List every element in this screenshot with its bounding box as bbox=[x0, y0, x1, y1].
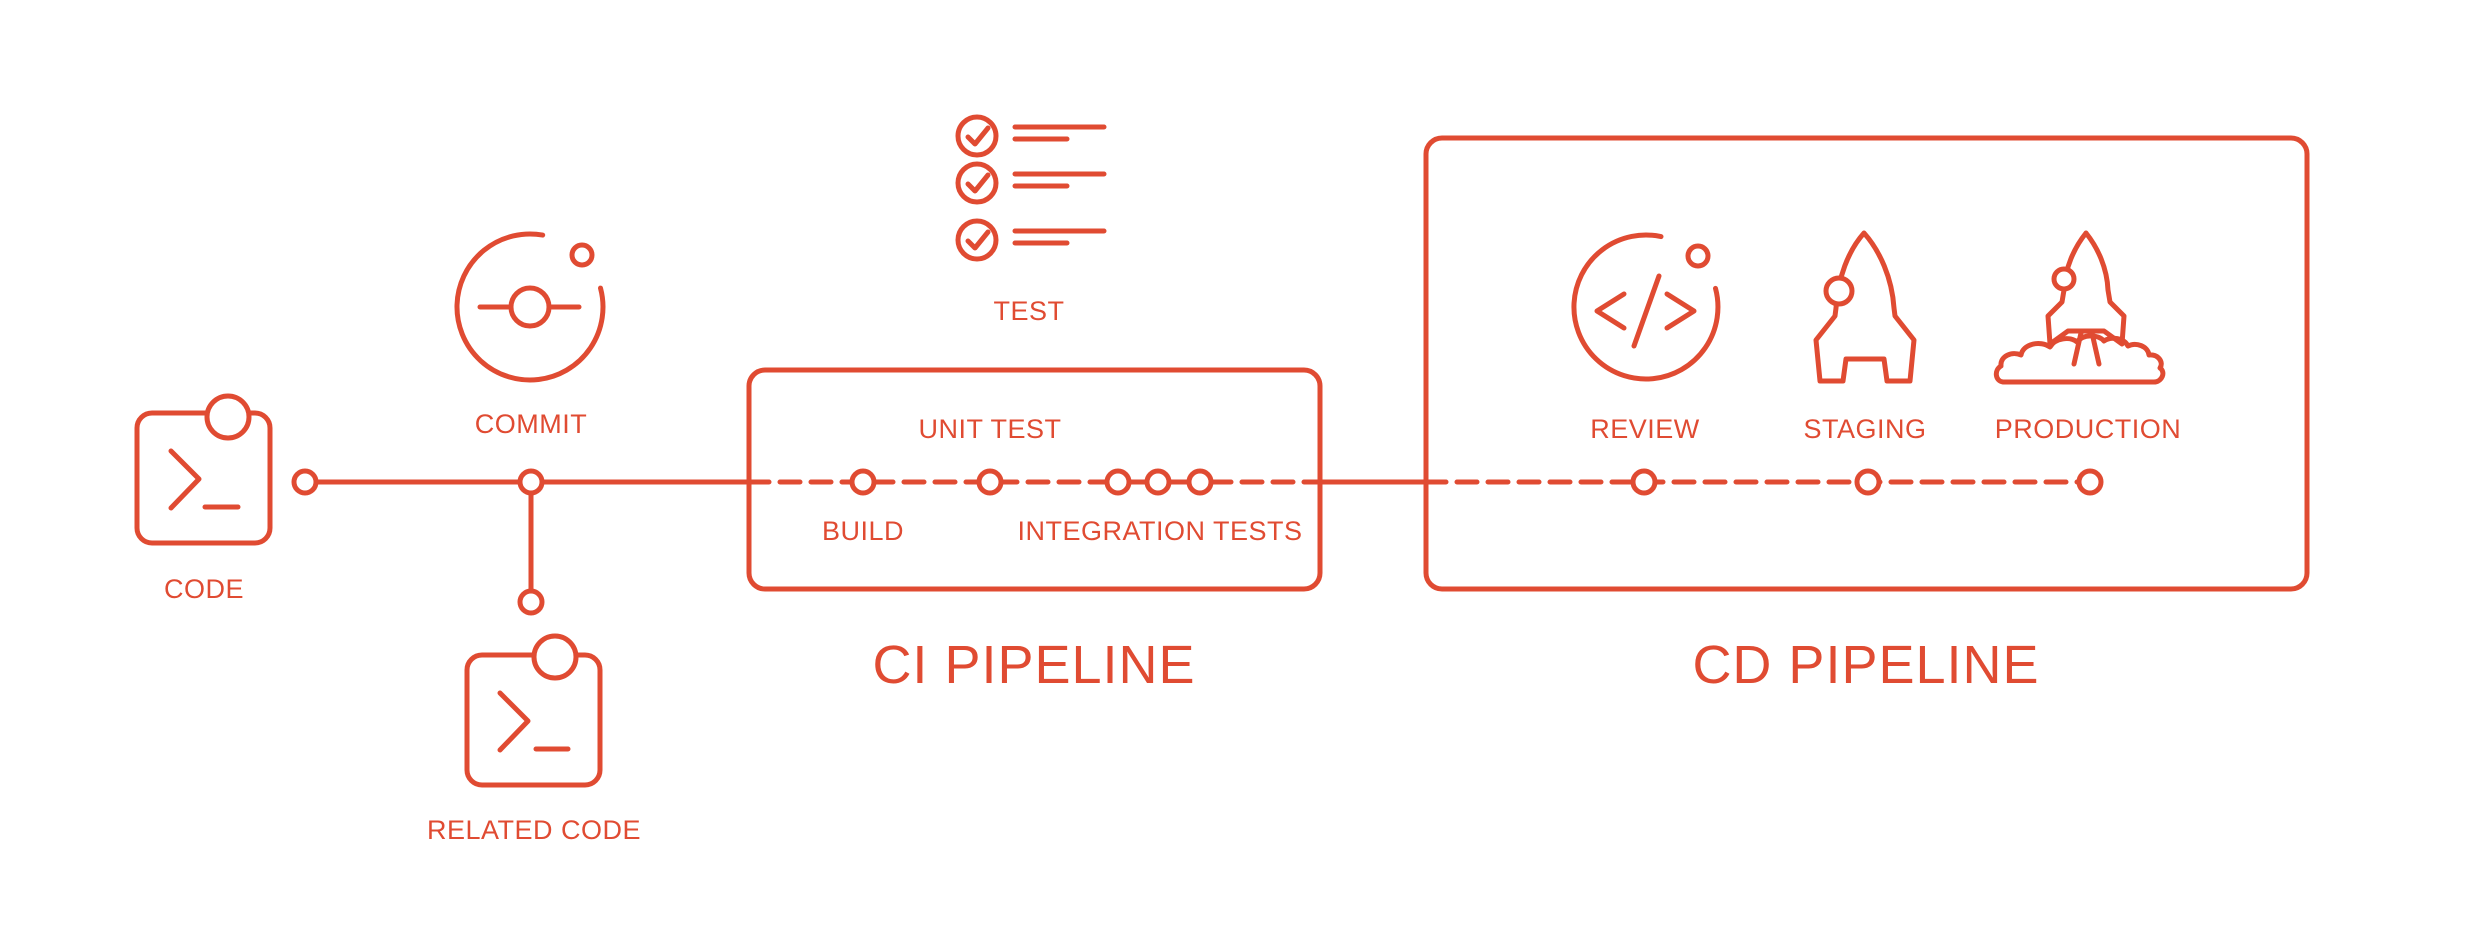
check-mark-icon bbox=[965, 229, 991, 251]
staging-rocket-icon bbox=[1813, 230, 1917, 384]
review-orbit-dot bbox=[1685, 243, 1711, 269]
ci-pipeline-title: CI PIPELINE bbox=[872, 635, 1195, 695]
cd-pipeline-box bbox=[1423, 135, 2310, 592]
production-rocket-body bbox=[2045, 230, 2127, 347]
review-code-slash bbox=[1631, 273, 1662, 349]
related-code-terminal-frame bbox=[464, 652, 603, 788]
integration-test-node-1 bbox=[1104, 468, 1132, 496]
code-output-node bbox=[291, 468, 319, 496]
check-circle-icon bbox=[955, 161, 999, 205]
commit-orbit-dot bbox=[569, 242, 595, 268]
code-dot bbox=[204, 393, 252, 441]
cd-pipeline-title: CD PIPELINE bbox=[1692, 635, 2039, 695]
check-mark-icon bbox=[965, 125, 991, 147]
staging-rocket-body bbox=[1813, 230, 1917, 384]
commit-node bbox=[517, 468, 545, 496]
staging-node bbox=[1854, 468, 1882, 496]
review-code-close-bracket bbox=[1664, 291, 1697, 331]
staging-rocket-porthole bbox=[1823, 275, 1855, 307]
related-code-prompt-chevron bbox=[497, 690, 531, 753]
commit-center-circle bbox=[508, 285, 552, 329]
related-code-label: RELATED CODE bbox=[427, 815, 641, 845]
commit-label: COMMIT bbox=[475, 409, 587, 439]
production-node bbox=[2076, 468, 2104, 496]
review-label: REVIEW bbox=[1590, 414, 1700, 444]
build-node bbox=[849, 468, 877, 496]
staging-label: STAGING bbox=[1803, 414, 1926, 444]
pipeline-nodes bbox=[291, 468, 2104, 616]
review-code-open-bracket bbox=[1594, 291, 1627, 331]
check-mark-icon bbox=[965, 172, 991, 194]
production-label: PRODUCTION bbox=[1995, 414, 2182, 444]
production-rocket-porthole bbox=[2051, 266, 2077, 292]
integration-test-node-2 bbox=[1144, 468, 1172, 496]
related-code-dot bbox=[531, 633, 579, 681]
commit-orbit-arc bbox=[454, 231, 606, 383]
build-label: BUILD bbox=[822, 516, 904, 546]
integration-test-node-3 bbox=[1186, 468, 1214, 496]
integration-tests-label: INTEGRATION TESTS bbox=[1017, 516, 1302, 546]
review-node bbox=[1630, 468, 1658, 496]
review-orbit-arc bbox=[1571, 232, 1721, 382]
branch-node bbox=[517, 588, 545, 616]
commit-icon bbox=[454, 231, 606, 383]
code-terminal-frame bbox=[134, 410, 273, 546]
code-prompt-chevron bbox=[168, 448, 202, 511]
unit-test-label: UNIT TEST bbox=[918, 414, 1061, 444]
related-code-icon bbox=[464, 633, 603, 788]
check-circle-icon bbox=[955, 114, 999, 158]
production-rocket-icon bbox=[1993, 230, 2166, 385]
review-icon bbox=[1571, 232, 1721, 382]
ci-pipeline-box bbox=[746, 367, 1323, 592]
test-checklist-icon bbox=[955, 114, 1107, 262]
test-label: TEST bbox=[993, 296, 1064, 326]
unit-test-node bbox=[976, 468, 1004, 496]
production-smoke-cloud bbox=[1993, 333, 2166, 385]
code-icon bbox=[134, 393, 273, 546]
check-circle-icon bbox=[955, 218, 999, 262]
code-label: CODE bbox=[164, 574, 244, 604]
